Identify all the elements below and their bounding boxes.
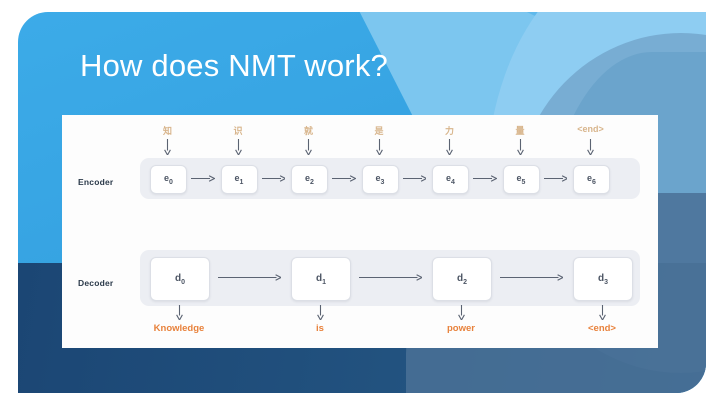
page-title: How does NMT work? <box>80 48 388 83</box>
down-arrow-icon <box>175 305 184 320</box>
down-arrow-icon <box>445 139 454 155</box>
decoder-cell: d1 <box>291 257 351 301</box>
encoder-cell: e3 <box>361 165 399 194</box>
encoder-input-label: 量 <box>515 126 525 136</box>
encoder-input-label: 是 <box>374 126 384 136</box>
encoder-cell: e4 <box>432 165 469 194</box>
slide: How does NMT work? Encoder Decoder 知 e0 识 e… <box>18 12 706 393</box>
encoder-cell: e1 <box>220 165 258 194</box>
encoder-input-label: 识 <box>233 126 243 136</box>
down-arrow-icon <box>586 139 595 155</box>
encoder-row-label: Encoder <box>78 177 114 187</box>
right-arrow-icon <box>191 174 215 183</box>
encoder-cell: e5 <box>502 165 540 194</box>
encoder-input-label: 力 <box>444 126 454 136</box>
right-arrow-icon <box>500 273 563 282</box>
encoder-input-label: <end> <box>577 124 604 134</box>
decoder-cell: d3 <box>573 257 633 301</box>
encoder-cell: e0 <box>150 165 187 194</box>
decoder-output-label: power <box>447 323 475 334</box>
right-arrow-icon <box>261 174 285 183</box>
decoder-cell: d0 <box>150 257 210 301</box>
right-arrow-icon <box>473 174 497 183</box>
decoder-output-label: is <box>316 323 324 334</box>
down-arrow-icon <box>516 139 525 155</box>
right-arrow-icon <box>402 174 426 183</box>
right-arrow-icon <box>359 273 422 282</box>
down-arrow-icon <box>234 139 243 155</box>
decoder-output-label: <end> <box>588 323 616 334</box>
encoder-cell: e2 <box>291 165 328 194</box>
right-arrow-icon <box>332 174 356 183</box>
encoder-input-label: 知 <box>162 126 172 136</box>
right-arrow-icon <box>218 273 281 282</box>
down-arrow-icon <box>316 305 325 320</box>
right-arrow-icon <box>543 174 567 183</box>
encoder-input-label: 就 <box>303 126 313 136</box>
encoder-cell: e6 <box>573 165 610 194</box>
down-arrow-icon <box>375 139 384 155</box>
down-arrow-icon <box>598 305 607 320</box>
down-arrow-icon <box>304 139 313 155</box>
decoder-cell: d2 <box>432 257 492 301</box>
down-arrow-icon <box>163 139 172 155</box>
down-arrow-icon <box>457 305 466 320</box>
decoder-row-label: Decoder <box>78 278 114 288</box>
diagram-panel: Encoder Decoder 知 e0 识 e1 就 e2 是 e3 力 e4 量 e5 <end> e… <box>62 115 658 348</box>
decoder-output-label: Knowledge <box>153 323 205 334</box>
